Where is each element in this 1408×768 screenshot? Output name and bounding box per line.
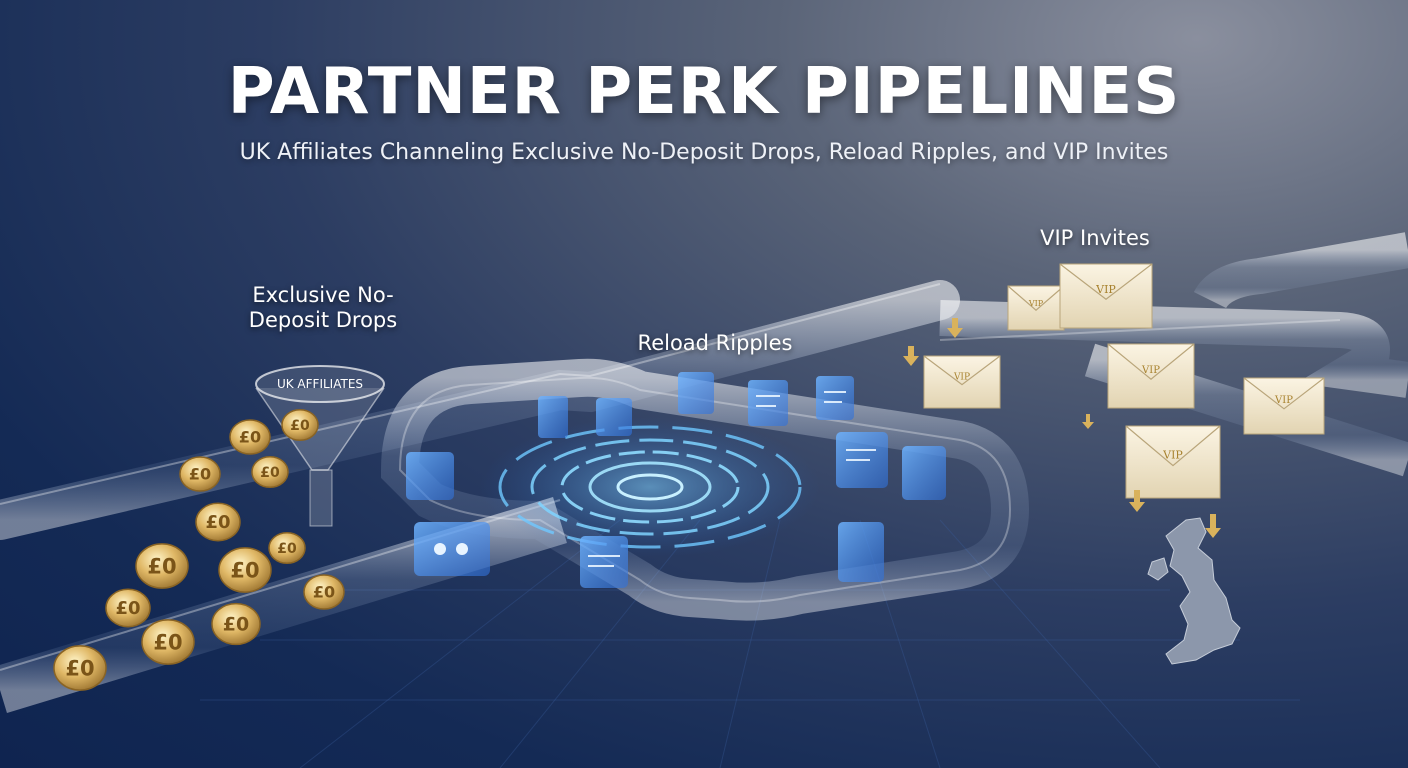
coin-icon: £0: [218, 547, 272, 593]
panel-icon: [538, 396, 568, 438]
coin-icon: £0: [268, 531, 306, 565]
envelope-icon: VIP: [1125, 425, 1221, 499]
floor-grid: [200, 519, 1300, 768]
coin-icon: £0: [229, 419, 271, 455]
panel-icon: [580, 536, 628, 588]
envelope-text: VIP: [1095, 283, 1116, 296]
envelope-text: VIP: [953, 372, 970, 382]
panel-icon: [406, 452, 454, 500]
coin-text: £0: [290, 418, 310, 434]
panel-icon: [838, 522, 884, 582]
coin-text: £0: [205, 512, 230, 533]
coin-text: £0: [223, 614, 249, 636]
page-subtitle: UK Affiliates Channeling Exclusive No-De…: [239, 140, 1169, 165]
coin-text: £0: [147, 554, 176, 578]
panel-icon: [816, 376, 854, 420]
reload-panels: [406, 372, 946, 588]
coin-text: £0: [115, 598, 140, 619]
coin-text: £0: [153, 630, 182, 654]
panel-icon: [902, 446, 946, 500]
arrow-icons: [903, 318, 1221, 538]
coin-icon: £0: [251, 455, 289, 489]
label-vip-invites: VIP Invites: [1040, 226, 1150, 250]
coin-text: £0: [189, 465, 211, 484]
coin-text: £0: [230, 558, 259, 582]
reload-loop-pipe: [380, 358, 1030, 621]
coin-text: £0: [239, 428, 261, 447]
coin-icon: £0: [179, 456, 221, 492]
envelope-text: VIP: [1162, 448, 1183, 461]
funnel-label: UK AFFILIATES: [276, 377, 364, 391]
envelope-icon: VIP: [1059, 263, 1153, 329]
uk-map-icon: [1147, 517, 1241, 665]
envelopes: VIP VIP VIP VIP VIP VIP: [923, 263, 1325, 499]
coin-icon: £0: [303, 574, 345, 610]
coin-text: £0: [260, 465, 280, 481]
panel-icon: [596, 398, 632, 436]
coin-icon: £0: [211, 602, 261, 646]
coin-icon: £0: [195, 502, 241, 542]
label-exclusive-drops: Exclusive No-Deposit Drops: [248, 283, 398, 332]
coin-text: £0: [65, 656, 94, 680]
envelope-icon: VIP: [1243, 377, 1325, 435]
coin-text: £0: [277, 541, 297, 557]
funnel-icon: [255, 365, 385, 527]
panel-icon: [748, 380, 788, 426]
coin-icon: £0: [105, 588, 151, 628]
coin-icon: £0: [141, 619, 195, 665]
envelope-text: VIP: [1274, 395, 1293, 406]
envelope-icon: VIP: [1107, 343, 1195, 409]
coin-icon: £0: [53, 645, 107, 691]
envelope-icon: VIP: [1007, 285, 1065, 331]
coins: £0 £0 £0 £0 £0 £0 £0 £0 £0 £0 £0 £0 £0: [53, 408, 345, 691]
panel-icon: [414, 522, 490, 576]
envelope-icon: VIP: [923, 355, 1001, 409]
coin-icon: £0: [281, 408, 319, 442]
coin-icon: £0: [135, 543, 189, 589]
label-reload-ripples: Reload Ripples: [637, 331, 793, 355]
ripple-rings: [480, 417, 820, 557]
page-title: PARTNER PERK PIPELINES: [227, 55, 1181, 129]
envelope-text: VIP: [1028, 299, 1044, 308]
envelope-text: VIP: [1141, 365, 1160, 376]
coin-text: £0: [313, 583, 335, 602]
panel-icon: [678, 372, 714, 414]
